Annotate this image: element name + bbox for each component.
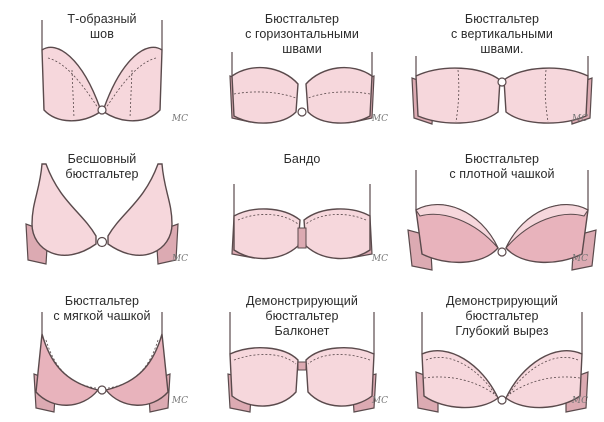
bra-type-cell-horizontal-seam: Бюстгальтер с горизонтальными швами MC xyxy=(202,0,402,140)
bra-type-cell-balconette: Демонстрирующий бюстгальтер Балконет MC xyxy=(202,282,402,422)
signature-mark: MC xyxy=(171,254,188,264)
bra-type-caption: Бандо xyxy=(202,152,402,167)
bra-type-cell-seamless: Бесшовный бюстгальтер MC xyxy=(2,140,202,280)
signature-mark: MC xyxy=(171,396,188,406)
bra-type-caption: Бюстгальтер с вертикальными швами. xyxy=(402,12,602,57)
soft-cup-bra-icon xyxy=(33,312,171,413)
vertical-seam-bra-icon xyxy=(411,56,593,125)
caption-line: бюстгальтер xyxy=(265,309,339,323)
bra-type-cell-plunge: Демонстрирующий бюстгальтер Глубокий выр… xyxy=(402,282,602,422)
plunge-bra-icon xyxy=(415,312,589,413)
caption-line: бюстгальтер xyxy=(65,167,139,181)
signature-mark: MC xyxy=(571,396,588,406)
signature-mark: MC xyxy=(371,114,388,124)
bra-type-caption: Т-образный шов xyxy=(2,12,202,42)
signature-mark: MC xyxy=(371,396,388,406)
bandeau-bra-icon xyxy=(231,184,373,260)
caption-line: Балконет xyxy=(274,324,330,338)
bra-type-cell-soft-cup: Бюстгальтер с мягкой чашкой MC xyxy=(2,282,202,422)
caption-line: с горизонтальными xyxy=(245,27,359,41)
signature-mark: MC xyxy=(371,254,388,264)
caption-line: с вертикальными xyxy=(450,27,554,41)
caption-line: Т-образный xyxy=(67,12,137,26)
balconette-bra-icon xyxy=(227,312,377,413)
caption-line: Бюстгальтер xyxy=(464,12,540,26)
caption-line: Демонстрирующий xyxy=(246,294,358,308)
caption-line: Демонстрирующий xyxy=(446,294,558,308)
bra-type-caption: Бесшовный бюстгальтер xyxy=(2,152,202,182)
caption-line: шов xyxy=(90,27,114,41)
bra-type-cell-bandeau: Бандо MC xyxy=(202,140,402,280)
caption-line: Бандо xyxy=(283,152,321,166)
caption-line: бюстгальтер xyxy=(465,309,539,323)
bra-type-caption: Бюстгальтер с горизонтальными швами xyxy=(202,12,402,57)
caption-line: Бюстгальтер xyxy=(264,12,340,26)
molded-cup-bra-icon xyxy=(407,170,597,271)
bra-type-caption: Демонстрирующий бюстгальтер Балконет xyxy=(202,294,402,339)
caption-line: Глубокий вырез xyxy=(455,324,549,338)
bra-type-caption: Бюстгальтер с мягкой чашкой xyxy=(2,294,202,324)
bra-type-caption: Бюстгальтер с плотной чашкой xyxy=(402,152,602,182)
caption-line: швами xyxy=(282,42,322,56)
caption-line: Бесшовный xyxy=(67,152,137,166)
signature-mark: MC xyxy=(571,254,588,264)
bra-type-cell-molded-cup: Бюстгальтер с плотной чашкой MC xyxy=(402,140,602,280)
caption-line: с плотной чашкой xyxy=(449,167,555,181)
bra-type-cell-t-seam: Т-образный шов MC xyxy=(2,0,202,140)
horizontal-seam-bra-icon xyxy=(229,52,375,124)
caption-line: Бюстгальтер xyxy=(464,152,540,166)
caption-line: Бюстгальтер xyxy=(64,294,140,308)
caption-line: с мягкой чашкой xyxy=(53,309,151,323)
signature-mark: MC xyxy=(171,114,188,124)
caption-line: швами. xyxy=(480,42,524,56)
bra-type-cell-vertical-seam: Бюстгальтер с вертикальными швами. MC xyxy=(402,0,602,140)
seamless-bra-icon xyxy=(25,163,179,265)
bra-type-caption: Демонстрирующий бюстгальтер Глубокий выр… xyxy=(402,294,602,339)
t-seam-bra-icon xyxy=(41,20,163,122)
signature-mark: MC xyxy=(571,114,588,124)
